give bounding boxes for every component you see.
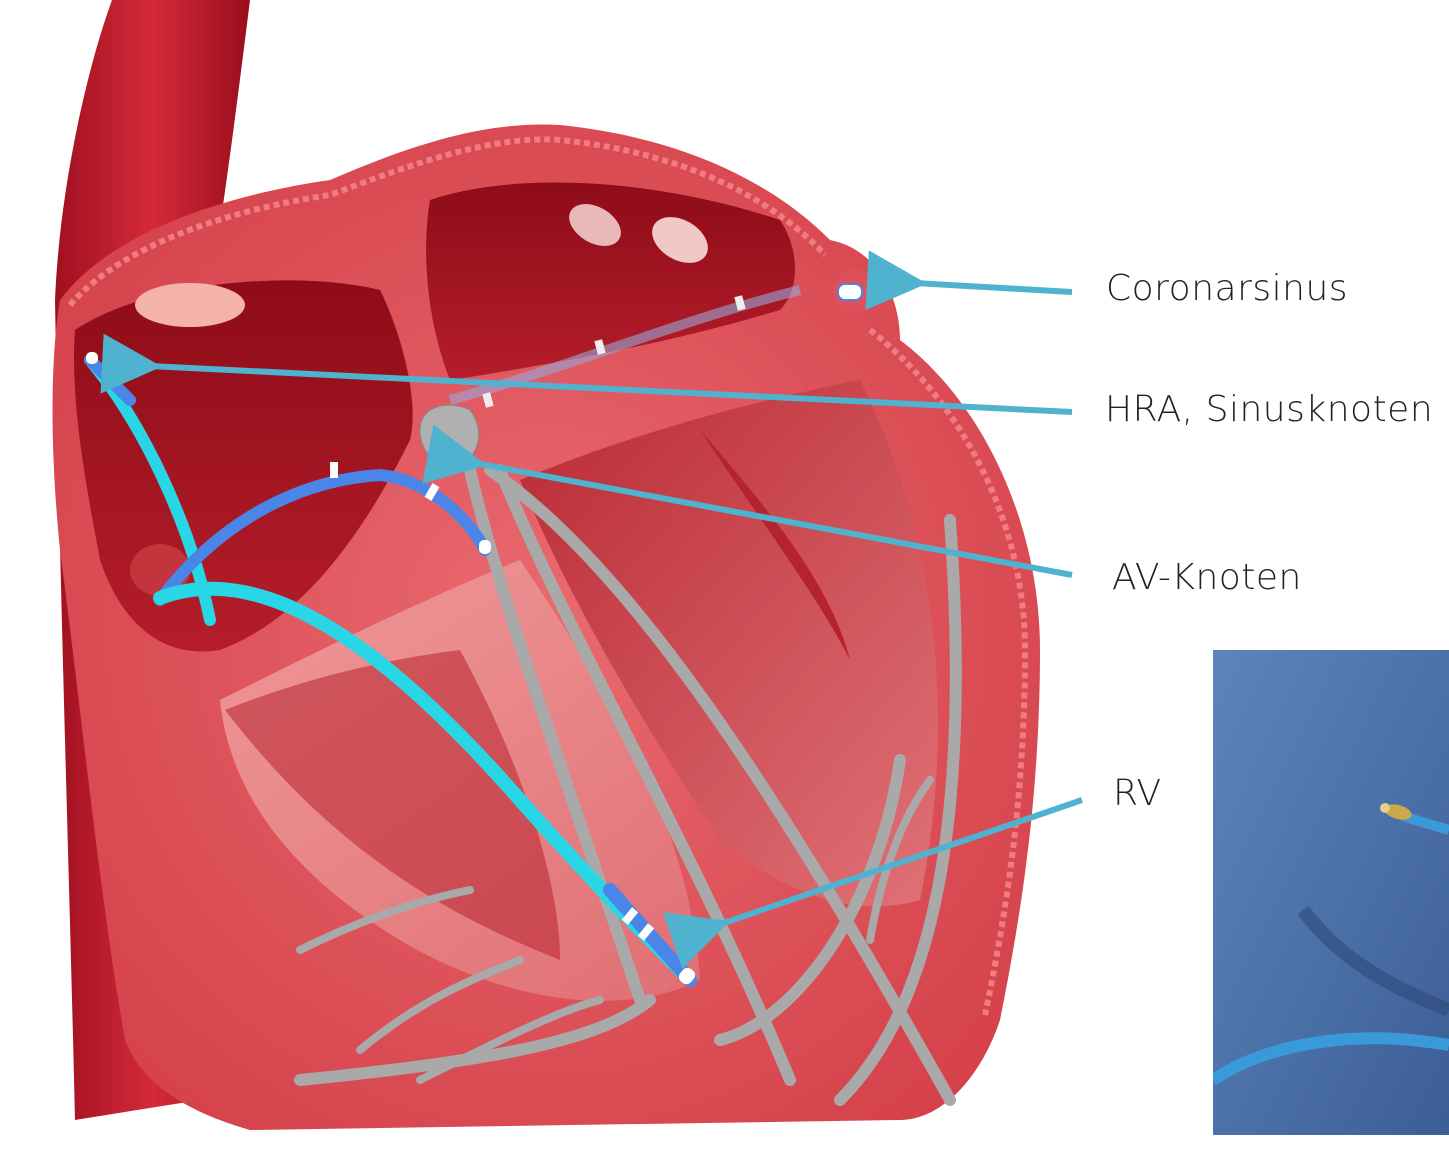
sinus-node-area — [135, 283, 245, 327]
label-rv: RV — [1113, 773, 1162, 814]
arrow-coronary-sinus — [915, 283, 1072, 292]
label-coronary-sinus: Coronarsinus — [1106, 268, 1348, 309]
catheter-photo — [1213, 650, 1449, 1135]
label-av-node: AV-Knoten — [1112, 557, 1302, 598]
label-hra-sinus-node: HRA, Sinusknoten — [1105, 389, 1433, 430]
cs-catheter-tip — [838, 284, 862, 300]
